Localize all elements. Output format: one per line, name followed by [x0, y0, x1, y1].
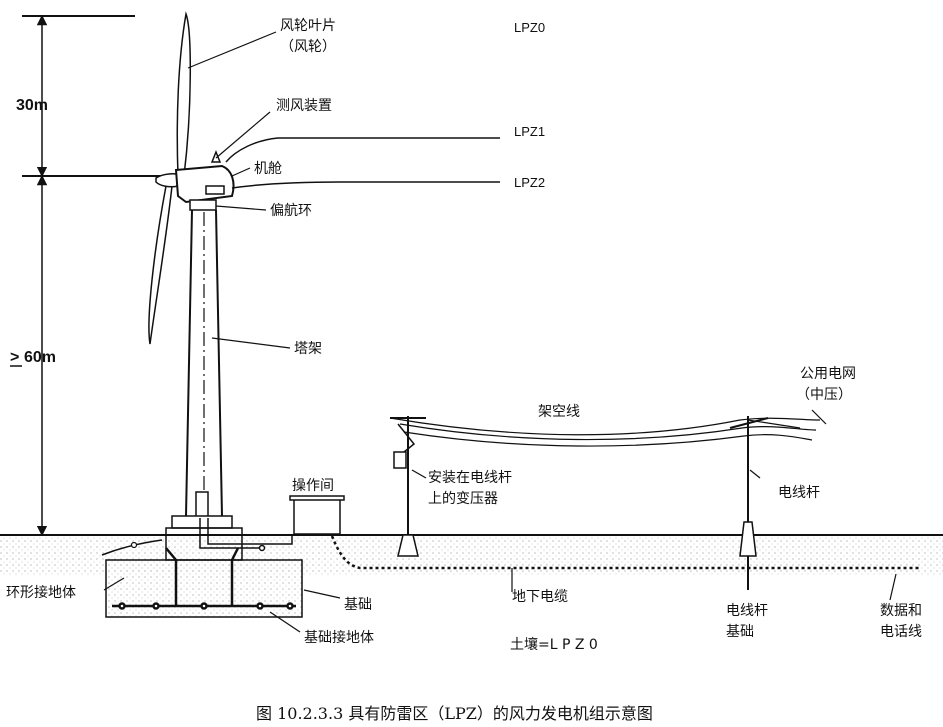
blade-bottom: [148, 185, 173, 345]
height-dimension: [22, 14, 168, 537]
lpz-zone-lines: [225, 137, 500, 189]
label-pole-base-2: 基础: [726, 623, 754, 640]
label-soil: 土壤=L P Z 0: [510, 636, 598, 653]
pole-with-transformer: [390, 416, 426, 557]
overhead-lines: [389, 417, 821, 447]
operation-room: [293, 497, 341, 535]
height-30m: 30m: [16, 97, 48, 114]
label-rotor: （风轮）: [280, 39, 336, 55]
label-overhead-line: 架空线: [538, 404, 580, 420]
label-data-line-2: 电话线: [880, 624, 922, 640]
underground-cable: [330, 535, 920, 570]
label-tower: 塔架: [294, 341, 322, 357]
internal-wiring: [199, 518, 293, 552]
figure-caption: 图 10.2.3.3 具有防雷区（LPZ）的风力发电机组示意图: [256, 704, 653, 723]
label-foundation-earth: 基础接地体: [304, 629, 374, 646]
label-pole-base-1: 电线杆: [726, 603, 768, 619]
tower: [185, 209, 223, 519]
label-data-line-1: 数据和: [880, 603, 922, 619]
nacelle-box: [205, 185, 225, 195]
label-lpz0: LPZ0: [514, 20, 545, 35]
utility-pole: [729, 416, 769, 590]
label-operation-room: 操作间: [292, 478, 334, 494]
label-yaw-ring: 偏航环: [270, 203, 312, 219]
label-nacelle: 机舱: [254, 161, 282, 177]
anemometer: [210, 149, 222, 163]
label-ring-earth: 环形接地体: [6, 584, 76, 601]
label-underground-cable: 地下电缆: [512, 589, 568, 605]
label-foundation: 基础: [344, 596, 372, 613]
height-60m-prefix: >: [10, 349, 19, 366]
yaw-ring: [189, 199, 217, 211]
tower-flange: [171, 515, 233, 529]
leader-lines: [103, 31, 897, 633]
ring-earth: [101, 539, 163, 556]
nacelle-shape: [174, 164, 235, 204]
label-lpz2: LPZ2: [514, 175, 545, 190]
label-lpz1: LPZ1: [514, 124, 545, 139]
label-blade: 风轮叶片: [280, 18, 336, 34]
blade-top: [176, 11, 192, 177]
label-transformer-2: 上的变压器: [428, 491, 498, 507]
foundation-earthing: [112, 547, 296, 610]
label-transformer-1: 安装在电线杆: [428, 470, 512, 486]
label-public-grid-mv: （中压）: [796, 387, 852, 403]
label-pole: 电线杆: [778, 485, 820, 501]
height-60m: 60m: [24, 349, 56, 366]
label-public-grid: 公用电网: [800, 366, 856, 382]
label-anemometer: 测风装置: [276, 98, 332, 114]
